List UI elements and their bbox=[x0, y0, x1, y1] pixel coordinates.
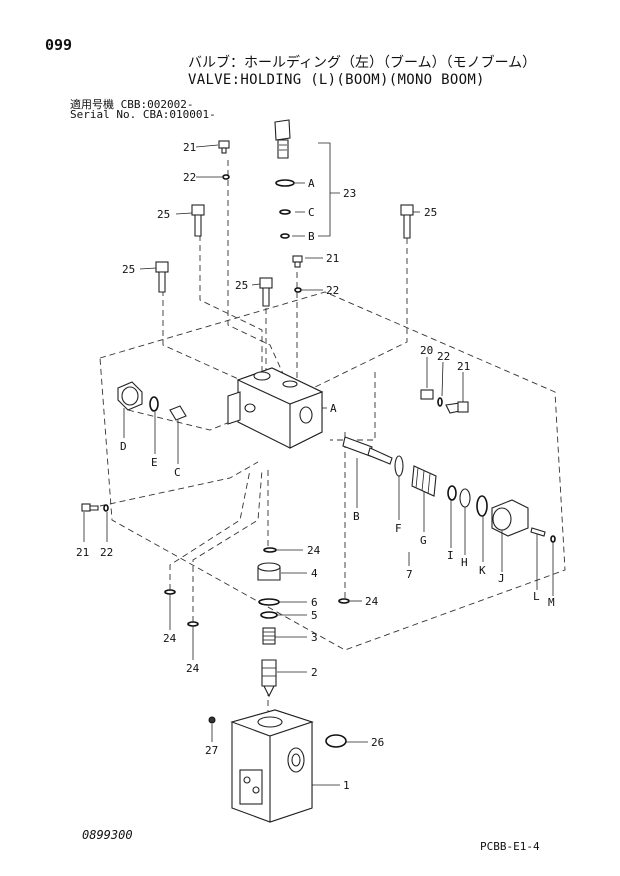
callout-D: D bbox=[120, 440, 127, 453]
callout-K: K bbox=[479, 564, 486, 577]
callout-21-left: 21 bbox=[76, 546, 89, 559]
seat-H bbox=[459, 488, 471, 508]
callout-4: 4 bbox=[311, 567, 318, 580]
title-japanese: バルブ：ホールディング（左）（ブーム）（モノブーム） bbox=[188, 55, 537, 71]
o-ring-6 bbox=[258, 598, 280, 606]
o-ring-26 bbox=[325, 734, 347, 748]
valve-block-1 bbox=[230, 709, 314, 823]
plug-23 bbox=[274, 119, 291, 159]
callout-I: I bbox=[447, 549, 454, 562]
spring-C-left bbox=[169, 405, 187, 421]
callout-2: 2 bbox=[311, 666, 318, 679]
callout-B-top: B bbox=[308, 230, 315, 243]
screw-21-right bbox=[445, 401, 469, 414]
callout-23: 23 bbox=[343, 187, 356, 200]
bolt-25-mid-left bbox=[155, 261, 169, 293]
callout-M: M bbox=[548, 596, 555, 609]
page-code: PCBB-E1-4 bbox=[480, 840, 540, 853]
callout-B-mid: B bbox=[353, 510, 360, 523]
callout-24-right: 24 bbox=[365, 595, 379, 608]
callout-C-top: C bbox=[308, 206, 315, 219]
screw-21-left bbox=[81, 503, 99, 512]
washer-22-top bbox=[222, 174, 230, 180]
o-ring-24-mid bbox=[187, 621, 199, 627]
spring-G bbox=[411, 465, 437, 497]
callout-24-mid: 24 bbox=[186, 662, 200, 675]
callout-24-left: 24 bbox=[163, 632, 177, 645]
washer-22-center bbox=[294, 287, 302, 293]
plug-D bbox=[117, 381, 143, 411]
title-english: VALVE:HOLDING (L)(BOOM)(MONO BOOM) bbox=[188, 72, 485, 88]
callout-25-left: 25 bbox=[157, 208, 170, 221]
callout-A-top: A bbox=[308, 177, 315, 190]
o-ring-24-right bbox=[338, 598, 350, 604]
washer-22-right bbox=[437, 397, 443, 407]
callout-25-mid: 25 bbox=[122, 263, 135, 276]
pin-L bbox=[530, 527, 546, 537]
callout-5: 5 bbox=[311, 609, 318, 622]
callout-27: 27 bbox=[205, 744, 218, 757]
callout-22-center: 22 bbox=[326, 284, 339, 297]
callout-20: 20 bbox=[420, 344, 433, 357]
callout-22-top: 22 bbox=[183, 171, 196, 184]
cap-J bbox=[491, 499, 529, 537]
callout-3: 3 bbox=[311, 631, 318, 644]
serial-applicable-jp: 適用号機 CBB:002002- bbox=[70, 98, 194, 111]
bolt-25-left bbox=[191, 204, 205, 237]
drawing-number: 0899300 bbox=[82, 828, 133, 842]
ring-C-top bbox=[279, 209, 291, 215]
callout-22-right: 22 bbox=[437, 350, 450, 363]
serial-number: Serial No. CBA:010001- bbox=[70, 108, 216, 121]
callout-1: 1 bbox=[343, 779, 350, 792]
callout-L: L bbox=[533, 590, 540, 603]
callout-26: 26 bbox=[371, 736, 384, 749]
callout-21-top: 21 bbox=[183, 141, 196, 154]
cap-4 bbox=[257, 562, 281, 581]
ring-B-top bbox=[280, 233, 290, 239]
callout-21-center: 21 bbox=[326, 252, 339, 265]
ring-5 bbox=[260, 611, 278, 619]
ring-I bbox=[447, 485, 457, 501]
part-20 bbox=[420, 389, 434, 400]
subassembly-7-boundary bbox=[99, 291, 566, 651]
callout-25-right: 25 bbox=[424, 206, 437, 219]
callout-A-mid: A bbox=[330, 402, 337, 415]
o-ring-A-top bbox=[275, 179, 295, 187]
o-ring-E bbox=[149, 396, 159, 412]
callout-E: E bbox=[151, 456, 158, 469]
callout-C-left: C bbox=[174, 466, 181, 479]
callout-21-right: 21 bbox=[457, 360, 470, 373]
bolt-25-center bbox=[259, 277, 273, 307]
callout-leaders bbox=[83, 144, 554, 786]
poppet-2 bbox=[261, 659, 277, 698]
disc-F bbox=[394, 455, 404, 477]
callout-F: F bbox=[395, 522, 402, 535]
bolt-25-right bbox=[400, 204, 414, 239]
screw-21-top bbox=[218, 140, 230, 154]
holding-valve-body bbox=[227, 367, 324, 449]
callout-J: J bbox=[498, 572, 505, 585]
plug-27 bbox=[208, 716, 216, 724]
washer-22-left bbox=[103, 504, 109, 512]
callout-24-upper: 24 bbox=[307, 544, 321, 557]
ring-M bbox=[550, 535, 556, 543]
spring-3 bbox=[262, 627, 276, 645]
screw-21-center bbox=[292, 255, 303, 268]
o-ring-24-upper bbox=[263, 547, 277, 553]
dashed-leaders bbox=[99, 160, 408, 715]
callout-6: 6 bbox=[311, 596, 318, 609]
page-number: 099 bbox=[45, 36, 73, 54]
callout-G: G bbox=[420, 534, 427, 547]
callout-22-left: 22 bbox=[100, 546, 113, 559]
o-ring-K bbox=[476, 495, 488, 517]
callout-H: H bbox=[461, 556, 468, 569]
callout-25-center: 25 bbox=[235, 279, 248, 292]
callout-7: 7 bbox=[406, 568, 413, 581]
poppet-B bbox=[342, 436, 393, 465]
o-ring-24-left bbox=[164, 589, 176, 595]
